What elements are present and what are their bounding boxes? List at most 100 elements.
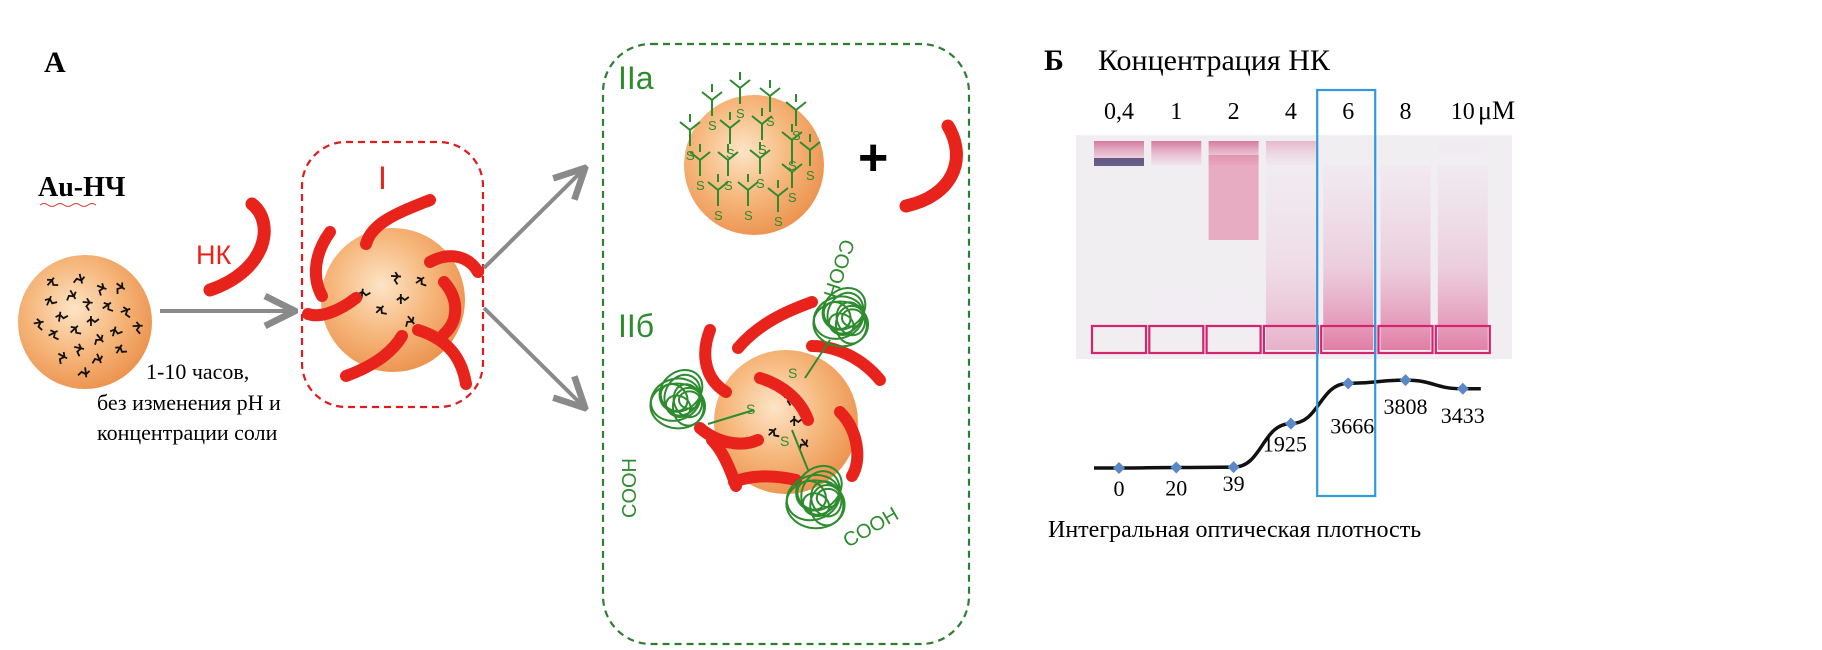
gel-lane xyxy=(1151,141,1202,165)
nk-label: НК xyxy=(196,240,231,270)
gel-lane xyxy=(1437,165,1488,350)
quant-box xyxy=(1434,324,1491,355)
lane-label: 10 xyxy=(1451,99,1475,125)
nk-strand xyxy=(203,197,271,297)
highlight-lane-box xyxy=(1316,88,1377,498)
sulfur-label: S xyxy=(724,178,733,193)
ligand-glyph xyxy=(768,427,780,438)
linker xyxy=(804,339,831,379)
ligand-glyph xyxy=(77,367,91,378)
data-label: 3433 xyxy=(1441,403,1485,428)
sulfur-label: S xyxy=(726,146,735,161)
panel-a: А Au-НЧ НК 1-10 часов, без изменения pH … xyxy=(18,42,971,646)
ligand-glyph xyxy=(115,344,128,354)
cooh-label: COOH xyxy=(619,458,641,518)
state-iia-nanoparticle xyxy=(684,95,824,235)
arrow-to-state-iia xyxy=(482,170,583,270)
nk-strand xyxy=(728,470,802,488)
gel-lane xyxy=(1265,141,1316,350)
ligand-glyph xyxy=(46,277,59,287)
gel-lane xyxy=(1323,165,1374,350)
cooh-label: COOH xyxy=(840,503,903,552)
data-label: 39 xyxy=(1223,471,1245,496)
sulfur-label: S xyxy=(708,118,717,133)
ligand-glyph xyxy=(86,316,100,326)
thiol-ligand xyxy=(701,84,723,116)
nk-strand xyxy=(699,324,732,398)
state-i-label: I xyxy=(378,160,387,196)
linker xyxy=(791,429,809,471)
panel-b-title: Концентрация НК xyxy=(1098,44,1331,77)
panel-a-label: А xyxy=(44,46,66,79)
lane-label: 2 xyxy=(1228,99,1240,125)
ligand-glyph xyxy=(415,276,427,287)
panel-b-label: Б xyxy=(1044,44,1064,77)
state-iib-nanoparticle xyxy=(714,350,858,494)
adsorbed-nk-strands xyxy=(302,194,484,390)
ligand-glyph xyxy=(91,353,104,364)
ligand-glyph xyxy=(390,271,402,285)
plus-sign: + xyxy=(858,129,888,187)
sulfur-label: S xyxy=(788,365,797,381)
quant-box xyxy=(1205,324,1262,355)
sulfur-label: S xyxy=(780,433,789,449)
ligand-glyph xyxy=(375,305,387,315)
sulfur-label: S xyxy=(686,148,695,163)
gel-smear xyxy=(1323,165,1374,350)
data-label: 20 xyxy=(1165,476,1187,501)
gel-top-band xyxy=(1265,141,1316,165)
ligand-glyph xyxy=(74,343,85,357)
bare-nanoparticle: Au-НЧ xyxy=(18,172,152,389)
ligand-glyph xyxy=(82,297,93,311)
sulfur-label: S xyxy=(696,178,705,193)
sulfur-label: S xyxy=(714,208,723,223)
thiol-ligand xyxy=(707,174,729,206)
concentration-unit: μМ xyxy=(1478,96,1515,125)
thiol-ligand xyxy=(737,174,759,206)
ligand-glyph xyxy=(405,315,415,327)
surface-ligands xyxy=(33,273,143,378)
quant-box xyxy=(1377,324,1434,355)
ligand-glyph xyxy=(94,333,104,345)
nk-strand xyxy=(438,276,462,340)
protein-coil xyxy=(649,368,707,430)
au-np-label: Au-НЧ xyxy=(38,172,126,203)
data-marker xyxy=(1342,377,1355,390)
data-marker xyxy=(1227,461,1240,474)
nk-strand xyxy=(309,226,336,302)
thiol-ligand xyxy=(767,180,789,212)
thiol-ligand xyxy=(689,144,711,176)
gel-smear xyxy=(1437,165,1488,350)
nk-strand xyxy=(340,330,408,382)
thiol-ligand xyxy=(679,114,701,146)
spellcheck-underline xyxy=(39,203,97,207)
panel-b-caption: Интегральная оптическая плотность xyxy=(1048,517,1421,543)
nk-strand xyxy=(412,324,472,390)
thiol-ligand xyxy=(785,94,807,126)
data-marker xyxy=(1113,462,1125,474)
protein-coils xyxy=(649,286,870,530)
nk-strand xyxy=(424,250,484,278)
thiol-ligand xyxy=(751,108,773,140)
gel-lane xyxy=(1208,141,1259,240)
ligand-glyph xyxy=(44,295,58,306)
ligand-glyph xyxy=(55,311,69,322)
lane-label: 4 xyxy=(1285,99,1297,125)
data-label: 3808 xyxy=(1384,394,1428,419)
conditions-line-2: без изменения pH и xyxy=(97,390,281,415)
sulfur-label: S xyxy=(766,114,775,129)
sulfur-label: S xyxy=(806,168,815,183)
ligand-glyph xyxy=(120,306,131,319)
iib-sulfur-labels: S S S xyxy=(746,365,797,449)
gel-top-band xyxy=(1208,141,1259,165)
state-iia-label: IIа xyxy=(618,60,654,96)
state-ii-box xyxy=(601,42,971,646)
gel-top-band xyxy=(1151,141,1202,165)
ligand-glyph xyxy=(102,301,114,312)
gel-lane xyxy=(1380,165,1431,350)
sulfur-label: S xyxy=(788,190,797,205)
ligand-glyph xyxy=(33,318,44,331)
